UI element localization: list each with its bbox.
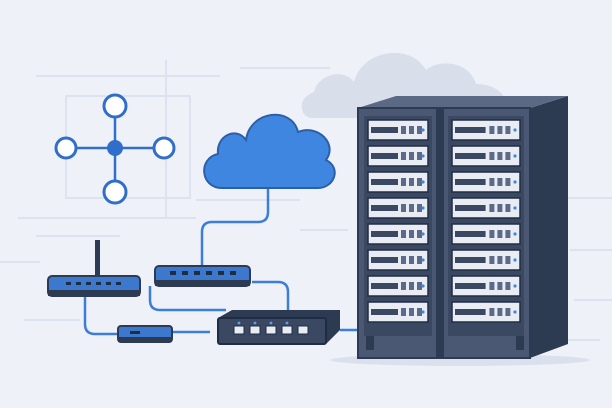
network-cables: [83, 186, 358, 336]
server-unit: [367, 249, 429, 271]
switch-icon: [217, 310, 340, 345]
network-hub-icon: [54, 93, 191, 205]
rack-units: [367, 119, 521, 323]
server-unit: [367, 119, 429, 141]
server-unit: [451, 119, 521, 141]
adapter-icon: [117, 325, 173, 343]
server-unit: [451, 275, 521, 297]
server-unit: [451, 301, 521, 323]
cloud-icon: [203, 113, 336, 189]
background-lines: [0, 60, 612, 341]
router-icon: [47, 240, 141, 297]
server-unit: [367, 171, 429, 193]
server-unit: [367, 197, 429, 219]
server-unit: [451, 223, 521, 245]
server-unit: [451, 171, 521, 193]
server-unit: [367, 301, 429, 323]
server-unit: [451, 145, 521, 167]
server-unit: [367, 275, 429, 297]
server-unit: [451, 249, 521, 271]
server-unit: [367, 223, 429, 245]
server-rack-icon: [330, 96, 590, 366]
server-unit: [451, 197, 521, 219]
server-unit: [367, 145, 429, 167]
switch-icon: [154, 265, 251, 287]
